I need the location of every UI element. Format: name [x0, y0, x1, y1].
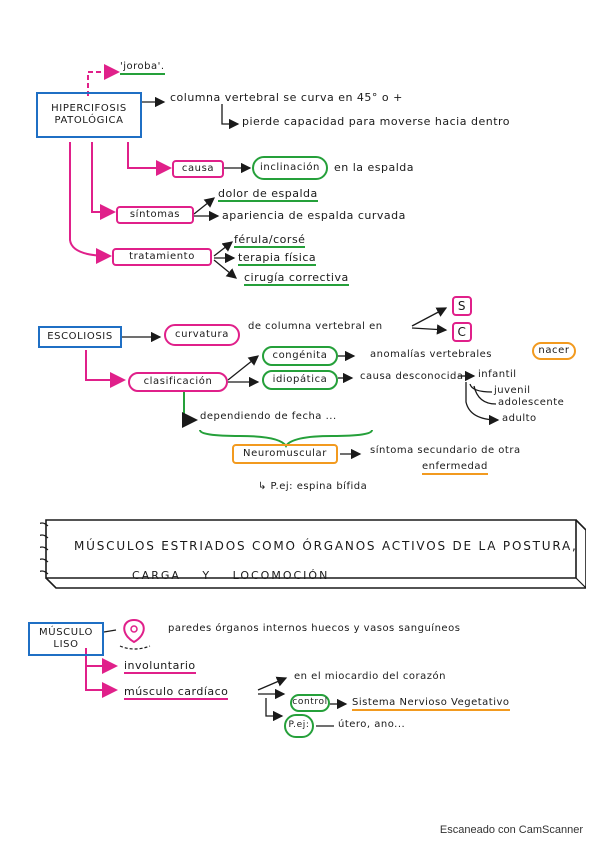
neuromuscular-box: Neuromuscular — [232, 444, 338, 464]
shape-s-box: S — [452, 296, 472, 316]
involuntario-text: involuntario — [124, 659, 196, 674]
dependiendo-text: dependiendo de fecha ... — [200, 411, 337, 422]
neuro-text-1: síntoma secundario de otra — [370, 445, 521, 456]
sintoma-dolor: dolor de espalda — [218, 187, 318, 202]
tratamiento-cirugia: cirugía correctiva — [244, 271, 349, 286]
edad-adulto: adulto — [502, 413, 537, 424]
musculo-cardiaco-text: músculo cardíaco — [124, 685, 229, 700]
shape-c-box: C — [452, 322, 472, 342]
hipercifosis-definition-1: columna vertebral se curva en 45° o + — [170, 91, 403, 104]
camscanner-footer: Escaneado con CamScanner — [439, 824, 583, 836]
control-text: Sistema Nervioso Vegetativo — [352, 698, 510, 711]
idiopatica-text: causa desconocida — [360, 371, 464, 382]
edad-infantil: infantil — [478, 369, 517, 380]
pej-box: P.ej: — [284, 714, 314, 738]
idiopatica-box: idiopática — [262, 370, 338, 390]
banner-line-1: MÚSCULOS ESTRIADOS COMO ÓRGANOS ACTIVOS … — [74, 539, 578, 553]
inclinacion-box: inclinación — [252, 156, 328, 180]
pej-espina-bifida: ↳ P.ej: espina bífida — [258, 481, 368, 492]
control-box: control — [290, 694, 330, 712]
edad-adolescente: adolescente — [498, 397, 565, 408]
paredes-text: paredes órganos internos huecos y vasos … — [168, 623, 461, 634]
escoliosis-title-box: ESCOLIOSIS — [38, 326, 122, 348]
sintoma-apariencia: apariencia de espalda curvada — [222, 209, 406, 222]
curvatura-text: de columna vertebral en — [248, 321, 383, 332]
nacer-box: nacer — [532, 342, 576, 360]
tratamiento-ferula: férula/corsé — [234, 233, 306, 248]
joroba-note: 'joroba'. — [120, 62, 165, 75]
banner-line-2: CARGA Y LOCOMOCIÓN — [132, 569, 330, 582]
curvatura-box: curvatura — [164, 324, 240, 346]
location-pin-icon — [119, 618, 151, 650]
sintomas-label: síntomas — [116, 206, 194, 224]
neuro-text-2: enfermedad — [422, 462, 488, 475]
banner-frame — [40, 519, 586, 589]
miocardio-text: en el miocardio del corazón — [294, 671, 446, 682]
pej-text: útero, ano... — [338, 719, 406, 730]
tratamiento-label: tratamiento — [112, 248, 212, 266]
musculo-liso-title-box: MÚSCULO LISO — [28, 622, 104, 656]
congenita-box: congénita — [262, 346, 338, 366]
hipercifosis-title-box: HIPERCIFOSIS PATOLÓGICA — [36, 92, 142, 138]
tratamiento-terapia: terapia física — [238, 251, 317, 266]
congenita-text: anomalías vertebrales — [370, 349, 493, 360]
hipercifosis-definition-2: pierde capacidad para moverse hacia dent… — [242, 115, 511, 128]
edad-juvenil: juvenil — [494, 385, 531, 396]
causa-label: causa — [172, 160, 224, 178]
clasificacion-box: clasificación — [128, 372, 228, 392]
causa-text: en la espalda — [334, 161, 415, 174]
